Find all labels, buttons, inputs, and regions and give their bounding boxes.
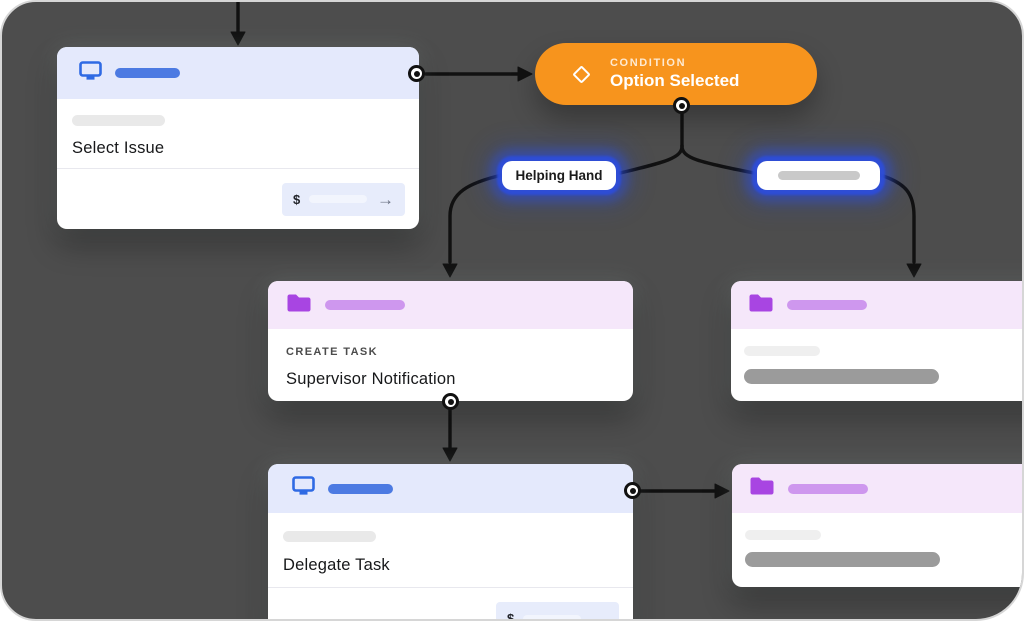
branch-label-unnamed[interactable] [757, 161, 880, 190]
amount-input[interactable]: $ → [282, 182, 405, 216]
node-body: Select Issue [57, 99, 419, 158]
monitor-icon [292, 476, 315, 501]
node-body: Delegate Task [268, 513, 633, 575]
folder-icon [749, 476, 775, 501]
monitor-icon [79, 60, 102, 86]
wire-branch-right [680, 144, 756, 175]
amount-input[interactable]: $ → [496, 602, 619, 621]
kicker-placeholder-bar [744, 346, 820, 356]
wire-branch-left [618, 144, 684, 175]
port-core [413, 70, 420, 77]
condition-kicker: CONDITION [610, 57, 687, 69]
port-delegate-out[interactable] [624, 482, 641, 499]
folder-icon [286, 293, 312, 318]
currency-symbol: $ [507, 611, 515, 621]
currency-symbol: $ [293, 191, 301, 207]
arrowhead-task-lower [714, 483, 730, 499]
input-placeholder-bar [523, 614, 582, 619]
branch-placeholder-bar [777, 171, 860, 180]
node-header [268, 464, 633, 513]
node-title: Select Issue [72, 139, 165, 157]
arrowhead-top [230, 31, 246, 46]
arrowhead-delegate [442, 447, 458, 462]
wire-helping-to-supervisor [448, 173, 504, 264]
folder-icon [748, 293, 774, 318]
port-core [678, 102, 685, 109]
condition-text: CONDITION Option Selected [610, 57, 739, 91]
node-delegate-task[interactable]: Delegate Task $ → [268, 464, 633, 621]
port-select-issue-out[interactable] [408, 65, 425, 82]
branch-label-helping-hand[interactable]: Helping Hand [502, 161, 616, 190]
node-body: CREATE TASK Supervisor Notification [268, 329, 633, 389]
node-condition[interactable]: CONDITION Option Selected [535, 43, 817, 105]
submit-arrow-icon[interactable]: → [591, 609, 608, 621]
wire-unnamed-to-task [878, 173, 916, 264]
diamond-icon [572, 64, 591, 84]
node-supervisor-notification[interactable]: CREATE TASK Supervisor Notification [268, 281, 633, 401]
arrowhead-supervisor [442, 263, 458, 278]
input-placeholder-bar [309, 195, 368, 203]
submit-arrow-icon[interactable]: → [377, 189, 394, 209]
node-task-lower-right[interactable] [732, 464, 1022, 587]
node-header [268, 281, 633, 329]
title-placeholder-bar [745, 552, 940, 567]
node-footer: $ → [57, 168, 419, 229]
node-header [57, 47, 419, 99]
condition-title: Option Selected [610, 71, 740, 90]
node-select-issue[interactable]: Select Issue $ → [57, 47, 419, 229]
node-body [731, 329, 1022, 384]
port-supervisor-out[interactable] [442, 393, 459, 410]
node-title-placeholder-bar [788, 483, 868, 494]
node-header [731, 281, 1022, 329]
arrowhead-task-upper [906, 263, 922, 278]
node-title-placeholder-bar [115, 68, 180, 78]
node-kicker: CREATE TASK [286, 346, 378, 358]
label-placeholder-bar [283, 531, 376, 542]
label-placeholder-bar [72, 115, 165, 126]
arrowhead-condition [517, 66, 533, 82]
branch-label-text: Helping Hand [515, 168, 603, 183]
node-title-placeholder-bar [787, 300, 867, 310]
node-task-upper-right[interactable] [731, 281, 1022, 401]
node-title: Delegate Task [283, 556, 390, 574]
port-condition-out[interactable] [673, 97, 690, 114]
kicker-placeholder-bar [745, 530, 821, 540]
node-title-placeholder-bar [325, 300, 405, 310]
node-title-placeholder-bar [328, 483, 393, 494]
node-footer: $ → [268, 587, 633, 621]
node-title: Supervisor Notification [286, 370, 456, 388]
node-body [732, 513, 1022, 567]
title-placeholder-bar [744, 369, 939, 384]
port-core [629, 487, 636, 494]
port-core [447, 398, 454, 405]
node-header [732, 464, 1022, 513]
